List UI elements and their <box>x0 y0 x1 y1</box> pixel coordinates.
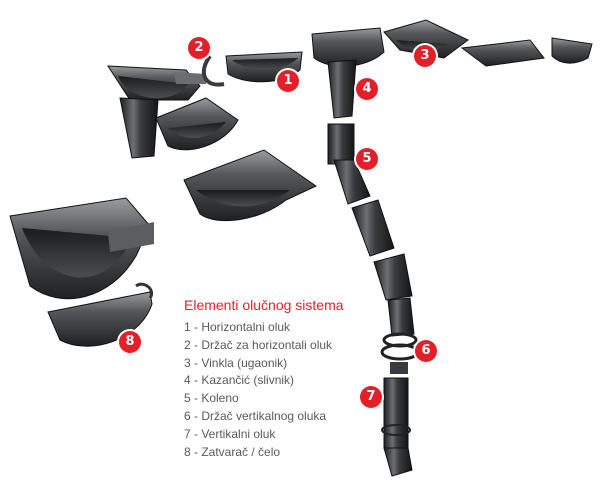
badge-6: 6 <box>415 340 437 362</box>
right-gutter-part <box>460 37 593 67</box>
badge-7: 7 <box>360 386 382 408</box>
legend-item: 5 - Koleno <box>184 391 239 406</box>
downpipe-assembly <box>327 123 420 477</box>
gutter-section-middle <box>155 97 318 222</box>
badge-8: 8 <box>119 331 141 353</box>
legend-title: Elementi olučnog sistema <box>184 297 344 313</box>
legend-item: 3 - Vinkla (ugaonik) <box>184 355 288 370</box>
legend-item: 8 - Zatvarač / čelo <box>184 444 281 459</box>
badge-4: 4 <box>356 78 378 100</box>
badge-3: 3 <box>414 45 436 67</box>
corner-gutter-outlet-part <box>107 65 206 159</box>
gutter-end-section <box>9 197 154 300</box>
legend-item: 4 - Kazančić (slivnik) <box>184 373 295 388</box>
legend-item: 1 - Horizontalni oluk <box>184 320 291 334</box>
gutter-hook-part <box>201 54 225 87</box>
legend-item: 7 - Vertikalni oluk <box>184 426 276 441</box>
badge-5: 5 <box>356 148 378 170</box>
badge-1: 1 <box>277 70 299 92</box>
legend-item: 6 - Držač vertikalnog oluka <box>184 408 327 423</box>
legend-item: 2 - Držač za horizontali oluk <box>184 337 333 352</box>
outlet-funnel-part <box>311 27 385 119</box>
legend-list: 1 - Horizontalni oluk 2 - Držač za horiz… <box>184 319 384 461</box>
parts-legend: Elementi olučnog sistema 1 - Horizontaln… <box>184 297 384 461</box>
badge-2: 2 <box>188 37 210 59</box>
